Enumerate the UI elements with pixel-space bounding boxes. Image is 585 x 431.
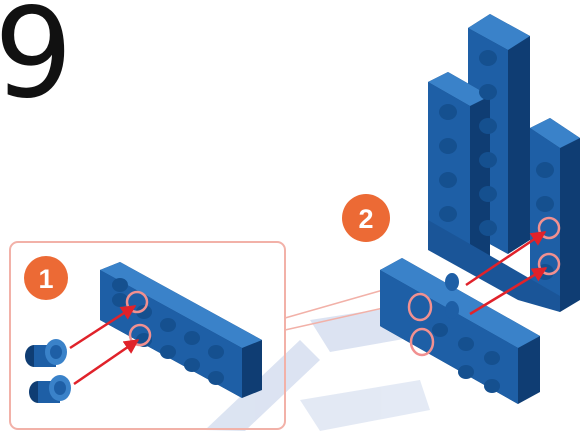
- cylindrical-peg-icon: [29, 375, 71, 403]
- callout-line-lower: [284, 307, 384, 331]
- attach-arrow: [469, 266, 548, 316]
- step-number: 9: [0, 0, 73, 126]
- insert-arrow: [69, 304, 137, 350]
- hole-highlight: [407, 292, 433, 322]
- callout-line-upper: [284, 289, 384, 319]
- hole-highlight: [537, 252, 561, 276]
- hole-highlight: [409, 327, 435, 357]
- attach-arrow: [465, 230, 547, 287]
- hole-highlight: [537, 216, 561, 240]
- insert-arrow: [73, 338, 140, 386]
- hole-highlight: [125, 290, 149, 314]
- hole-highlight: [128, 323, 152, 347]
- callout-box: [9, 241, 286, 430]
- plate-with-pegs: [380, 258, 540, 404]
- large-stepped-plate: [428, 14, 580, 312]
- small-flat-plate: [100, 262, 262, 398]
- cylindrical-peg-icon: [25, 339, 67, 367]
- substep-badge-1-label: 1: [38, 264, 53, 294]
- substep-badge-2-label: 2: [358, 204, 373, 234]
- substep-badge-2: 2: [342, 194, 390, 242]
- substep-badge-1: 1: [24, 256, 68, 300]
